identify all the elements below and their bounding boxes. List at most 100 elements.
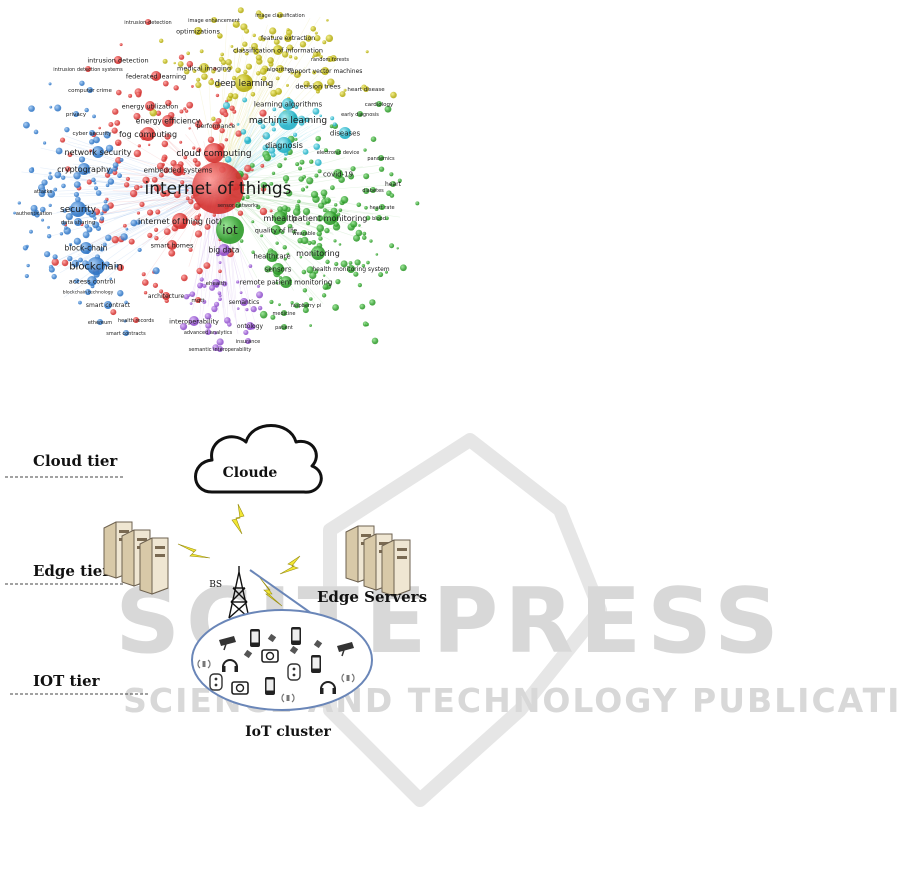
network-node — [325, 199, 330, 204]
network-node — [298, 166, 303, 171]
network-node-federated-learning — [151, 71, 161, 81]
network-node — [312, 70, 317, 75]
keyword-label-quality-of-life: quality of life — [255, 226, 298, 234]
network-node — [178, 54, 185, 60]
network-node — [304, 117, 310, 123]
network-node — [119, 158, 124, 162]
keyword-label-heart-rate: heart rate — [369, 205, 394, 211]
keyword-label-privacy: privacy — [66, 112, 87, 118]
keyword-label-medicine: medicine — [273, 311, 296, 317]
network-edge — [223, 29, 320, 180]
network-node — [67, 152, 73, 158]
network-node-cloud-computing — [204, 143, 224, 163]
network-node — [268, 147, 276, 154]
network-node — [287, 223, 293, 229]
network-node — [211, 69, 216, 74]
network-node-deep-learning — [235, 74, 253, 92]
network-edge — [67, 141, 220, 181]
network-node — [218, 297, 222, 301]
network-node-attacks — [40, 188, 46, 194]
network-node — [149, 109, 157, 117]
network-node-data-sharing — [74, 218, 82, 226]
network-node — [224, 156, 232, 163]
network-node — [314, 35, 321, 42]
network-node — [41, 179, 48, 186]
network-node-algorithm — [276, 65, 284, 73]
keyword-label-diabetes: diabetes — [362, 188, 384, 194]
network-node — [306, 266, 314, 274]
network-node — [51, 273, 57, 280]
network-node — [286, 252, 290, 256]
network-node — [316, 230, 322, 237]
network-node — [324, 227, 330, 234]
network-node — [292, 208, 301, 216]
network-node — [306, 177, 314, 185]
network-node — [189, 291, 196, 297]
headphones-icon — [320, 681, 336, 694]
network-node — [158, 172, 164, 178]
network-node — [133, 112, 141, 120]
network-node — [105, 144, 114, 153]
network-edge — [52, 192, 211, 263]
network-node — [59, 137, 66, 143]
network-node — [29, 229, 33, 234]
network-node — [334, 203, 338, 207]
network-node-access-control — [87, 276, 97, 286]
network-node-intrusion-detection-systems — [85, 66, 91, 72]
network-node — [244, 164, 252, 173]
network-node — [28, 167, 35, 174]
network-node — [282, 175, 290, 182]
network-node — [216, 338, 224, 346]
network-node — [330, 185, 335, 191]
network-node — [89, 139, 95, 145]
network-node — [93, 216, 97, 220]
network-node — [147, 143, 151, 147]
network-node — [343, 88, 347, 92]
network-node — [271, 127, 276, 132]
network-node — [85, 209, 92, 216]
network-edge — [65, 184, 216, 209]
network-node — [240, 47, 245, 51]
network-edge — [98, 181, 211, 217]
network-edge — [226, 184, 388, 198]
network-node — [137, 144, 141, 148]
keyword-label-heart: heart — [385, 181, 402, 188]
network-edge — [75, 195, 218, 220]
network-node — [55, 147, 63, 155]
network-node — [293, 70, 302, 78]
network-node — [122, 223, 127, 228]
network-node — [356, 202, 362, 208]
keyword-label-attacks: attacks — [34, 189, 53, 195]
network-node — [359, 303, 366, 310]
network-node-medical-imaging — [199, 63, 209, 73]
network-node-heart-rate — [379, 204, 385, 210]
network-node — [302, 207, 311, 216]
keyword-network-map: internet of thingsiotblockchainsecurityn… — [13, 7, 420, 353]
network-node — [330, 116, 335, 121]
network-node — [290, 71, 294, 75]
network-node — [117, 290, 124, 297]
network-node — [325, 259, 330, 265]
network-node — [259, 207, 268, 216]
network-node-smart-homes — [167, 240, 177, 250]
network-node — [143, 291, 148, 295]
network-node — [162, 80, 169, 87]
network-node — [250, 306, 257, 313]
network-node-cryptography — [78, 163, 90, 175]
keyword-label-algorithm: algorithm — [267, 67, 294, 73]
network-node — [390, 91, 397, 99]
network-node — [217, 33, 223, 39]
network-node — [184, 109, 189, 113]
network-node — [170, 160, 177, 167]
network-node — [92, 221, 100, 229]
network-node — [107, 178, 115, 185]
network-node — [322, 274, 326, 277]
network-node — [147, 209, 154, 216]
network-node — [314, 159, 322, 166]
network-node — [229, 105, 235, 111]
network-node — [49, 105, 53, 109]
network-node — [283, 257, 287, 261]
network-node — [269, 181, 274, 186]
keyword-label-network-security: network security — [65, 148, 132, 157]
network-node — [237, 7, 244, 14]
